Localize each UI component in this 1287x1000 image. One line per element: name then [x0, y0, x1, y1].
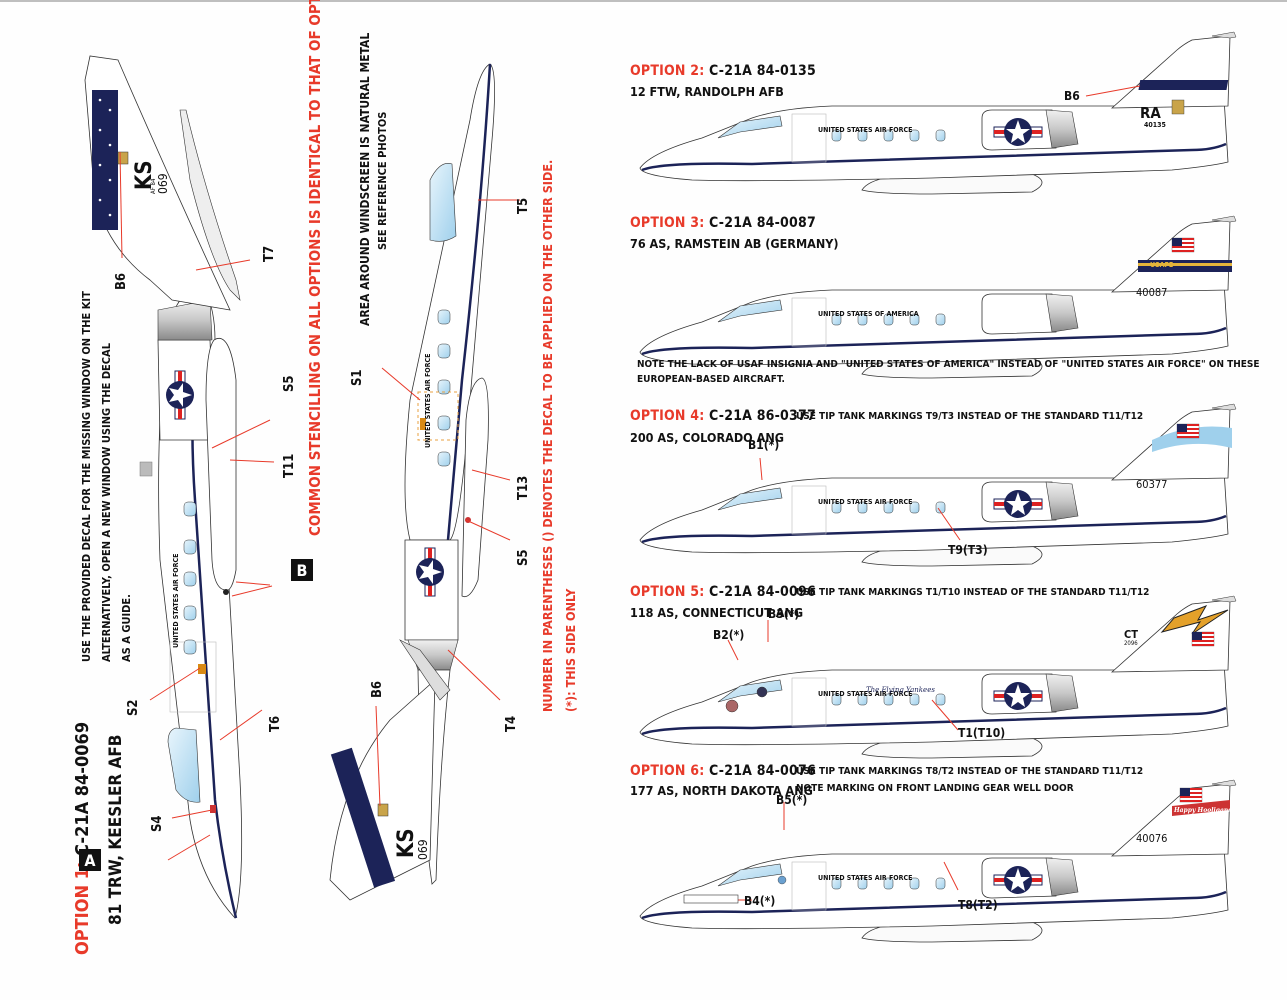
callout-t7: T7: [262, 245, 277, 262]
window-note-3: AS A GUIDE.: [120, 594, 133, 662]
natural-metal-note: AREA AROUND WINDSCREEN IS NATURAL METAL: [358, 32, 372, 326]
top-fuselage-text: UNITED STATES AIR FORCE: [424, 353, 432, 448]
opt3-fuselage-text: UNITED STATES OF AMERICA: [818, 310, 919, 318]
option5-note: USE TIP TANK MARKINGS T1/T10 INSTEAD OF …: [796, 587, 1150, 598]
opt3-tail-band: USAFE: [1150, 261, 1174, 269]
option1-unit: 81 TRW, KEESLER AFB: [106, 734, 126, 925]
callout-s4: S4: [150, 815, 165, 832]
opt5-fuselage-text: UNITED STATES AIR FORCE: [818, 690, 913, 698]
option6-title: OPTION 6: C-21A 84-0076: [630, 763, 816, 779]
callout-t9: T9(T3): [948, 543, 988, 557]
reference-photos-note: SEE REFERENCE PHOTOS: [376, 111, 389, 250]
callout-b1: B1(*): [748, 438, 780, 452]
opt1-fuselage-text: UNITED STATES AIR FORCE: [172, 553, 180, 648]
option6-note2: NOTE MARKING ON FRONT LANDING GEAR WELL …: [796, 783, 1074, 794]
opt5-tail-num: 2096: [1124, 640, 1138, 647]
callout-b6-center: B6: [370, 680, 385, 698]
top-tail-num: 069: [416, 839, 430, 860]
callout-t5: T5: [516, 197, 531, 214]
option4-note: USE TIP TANK MARKINGS T9/T3 INSTEAD OF T…: [796, 411, 1144, 422]
callout-s5: S5: [282, 375, 297, 392]
callout-t1: T1(T10): [958, 726, 1006, 740]
option2-aircraft: [638, 30, 1238, 196]
opt3-tail-num: 40087: [1136, 286, 1168, 299]
callout-lines: [119, 151, 520, 861]
opt6-fuselage-text: UNITED STATES AIR FORCE: [818, 874, 913, 882]
option5-aircraft: [638, 594, 1238, 760]
callout-t4: T4: [504, 715, 519, 732]
opt1-tail-prefix: AF 84: [150, 178, 157, 194]
box-a: A: [79, 849, 101, 871]
option5-unit: 118 AS, CONNECTICUT ANG: [630, 605, 804, 620]
option4-aircraft: [638, 402, 1238, 568]
opt6-tail-banner: Happy Hooligans: [1174, 807, 1232, 814]
callout-b4: B4(*): [744, 894, 776, 908]
callout-b6-opt2: B6: [1064, 89, 1080, 103]
box-b: B: [291, 559, 313, 581]
callout-s2: S2: [126, 699, 141, 716]
callout-t6: T6: [268, 715, 283, 732]
parentheses-note: NUMBER IN PARENTHESES () DENOTES THE DEC…: [540, 159, 555, 712]
opt2-tail-num: 40135: [1144, 121, 1166, 129]
opt2-tail-code: RA: [1140, 104, 1161, 122]
option5-title: OPTION 5: C-21A 84-0096: [630, 584, 816, 600]
callout-b3: B3(*): [768, 607, 800, 621]
opt1-tail-num: 069: [156, 173, 170, 194]
opt6-tail-num: 40076: [1136, 832, 1168, 845]
callout-b2: B2(*): [713, 628, 745, 642]
option1-title: OPTION 1: C-21A 84-0069: [72, 721, 93, 955]
callout-s5-center: S5: [516, 549, 531, 566]
opt4-fuselage-text: UNITED STATES AIR FORCE: [818, 498, 913, 506]
window-note-2: ALTERNATIVELY, OPEN A NEW WINDOW USING T…: [100, 342, 113, 662]
option6-note: USE TIP TANK MARKINGS T8/T2 INSTEAD OF T…: [796, 766, 1144, 777]
option6-aircraft: [638, 778, 1238, 944]
option2-unit: 12 FTW, RANDOLPH AFB: [630, 84, 784, 99]
this-side-note: (*): THIS SIDE ONLY: [563, 588, 578, 712]
option4-title: OPTION 4: C-21A 86-0377: [630, 408, 816, 424]
callout-t13: T13: [516, 475, 531, 500]
europe-note: NOTE THE LACK OF USAF INSIGNIA AND "UNIT…: [637, 359, 1260, 370]
callout-b6-left: B6: [114, 272, 129, 290]
option3-aircraft: [638, 214, 1238, 380]
europe-note-2: EUROPEAN-BASED AIRCRAFT.: [637, 374, 785, 385]
opt4-tail-num: 60377: [1136, 478, 1168, 491]
callout-t11: T11: [282, 453, 297, 478]
b4-door-decal: [683, 894, 739, 904]
option2-title: OPTION 2: C-21A 84-0135: [630, 63, 816, 79]
option4-unit: 200 AS, COLORADO ANG: [630, 430, 784, 445]
opt2-fuselage-text: UNITED STATES AIR FORCE: [818, 126, 913, 134]
option1-aircraft: [84, 55, 243, 919]
callout-b5: B5(*): [776, 793, 808, 807]
opt5-tank-text: The Flying Yankees: [866, 686, 935, 694]
opt5-tail-code: CT: [1124, 628, 1139, 641]
top-view-aircraft: [329, 63, 495, 901]
option3-title: OPTION 3: C-21A 84-0087: [630, 215, 816, 231]
common-stencil-note: COMMON STENCILLING ON ALL OPTIONS IS IDE…: [306, 0, 324, 536]
top-border: [0, 0, 1287, 2]
callout-s1: S1: [350, 369, 365, 386]
option6-unit: 177 AS, NORTH DAKOTA ANG: [630, 783, 813, 798]
callout-t8: T8(T2): [958, 898, 998, 912]
option3-unit: 76 AS, RAMSTEIN AB (GERMANY): [630, 236, 839, 251]
window-note-1: USE THE PROVIDED DECAL FOR THE MISSING W…: [80, 291, 93, 662]
